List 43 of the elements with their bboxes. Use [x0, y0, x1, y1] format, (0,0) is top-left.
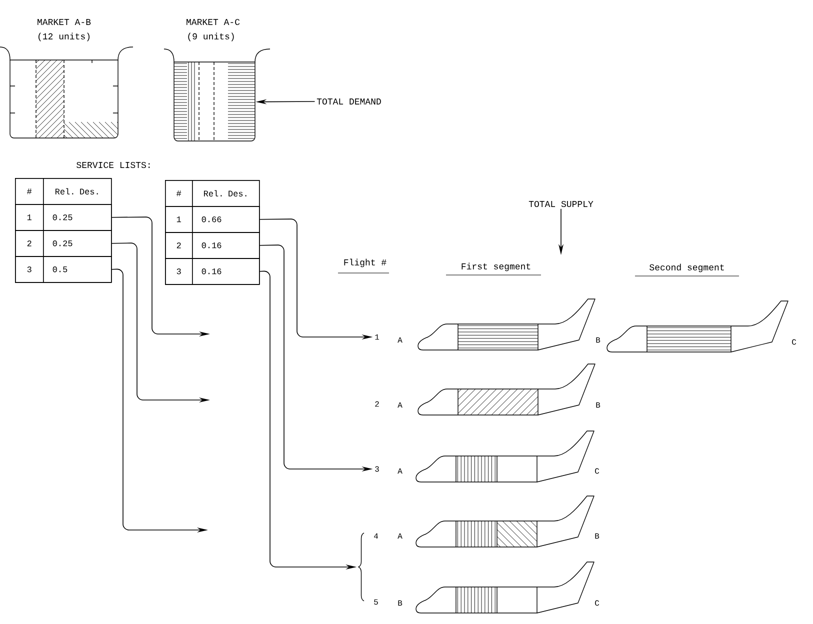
- route-letter: A: [398, 402, 402, 408]
- route-letter: B: [398, 600, 402, 606]
- header-cell: #: [15, 178, 44, 205]
- route-letter: B: [595, 533, 600, 539]
- flight-number: 1: [375, 334, 380, 340]
- route-letter: C: [792, 339, 796, 345]
- market-title: MARKET A-B: [38, 19, 91, 25]
- unit-count: (12 units): [38, 32, 90, 42]
- route-letter: B: [596, 337, 600, 343]
- flight-number: 3: [375, 466, 379, 472]
- column-heading: First segment: [446, 262, 542, 276]
- value-cell: 0.25: [43, 204, 112, 231]
- column-heading: Second segment: [634, 264, 740, 276]
- header-cell: #: [165, 180, 193, 207]
- value-cell: 0.25: [43, 230, 112, 257]
- callout-label: TOTAL DEMAND: [316, 98, 381, 105]
- route-letter: A: [398, 337, 402, 343]
- header-cell: Rel. Des.: [192, 180, 260, 207]
- index-cell: 1: [15, 204, 44, 231]
- route-letter: C: [595, 600, 600, 606]
- index-cell: 2: [165, 232, 193, 259]
- route-letter: A: [398, 468, 402, 474]
- value-cell: 0.16: [192, 232, 260, 259]
- unit-count: (9 units): [188, 32, 234, 42]
- index-cell: 3: [165, 258, 193, 285]
- index-cell: 3: [15, 256, 44, 283]
- flight-number: 4: [374, 533, 378, 539]
- value-cell: 0.5: [43, 256, 112, 283]
- value-cell: 0.66: [192, 206, 260, 233]
- header-cell: Rel. Des.: [43, 178, 112, 205]
- route-letter: B: [596, 402, 600, 408]
- value-cell: 0.16: [192, 258, 260, 285]
- index-cell: 1: [165, 206, 193, 233]
- callout-label: TOTAL SUPPLY: [528, 200, 594, 208]
- market-title: MARKET A-C: [186, 18, 240, 26]
- section-heading: SERVICE LISTS:: [76, 162, 150, 168]
- brace: [358, 532, 364, 602]
- index-cell: 2: [15, 230, 44, 257]
- column-heading: Flight #: [338, 258, 390, 274]
- flight-number: 2: [375, 401, 379, 407]
- flight-number: 5: [374, 599, 378, 605]
- route-letter: A: [398, 533, 402, 539]
- route-letter: C: [595, 468, 600, 474]
